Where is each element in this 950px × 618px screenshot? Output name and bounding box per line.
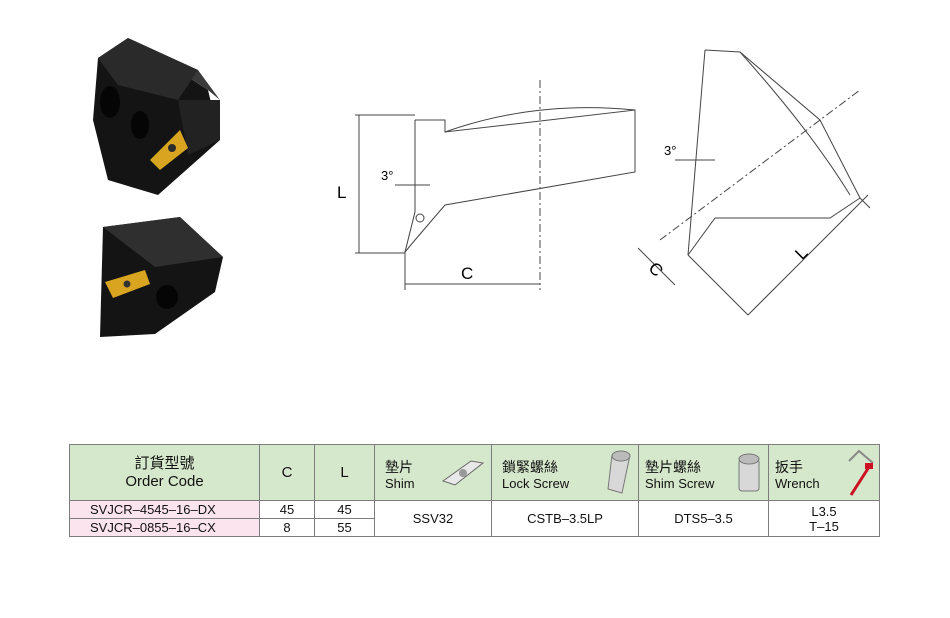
wrench-value-line2: T–15 — [809, 518, 839, 534]
header-l: L — [314, 444, 375, 501]
shim-screw-icon — [738, 453, 760, 492]
table-header-row: 訂貨型號 Order Code C L 墊片 Shim 鎖緊螺絲 Lock Sc… — [69, 444, 880, 501]
header-shim-screw-en: Shim Screw — [645, 476, 715, 491]
label-L-side: L — [337, 183, 346, 202]
l-value-cell: 55 — [314, 518, 375, 537]
dim-line-L-front — [747, 194, 869, 316]
label-C-front: C — [645, 258, 667, 280]
order-code-cell: SVJCR–4545–16–DX — [69, 500, 260, 519]
header-shim-en: Shim — [385, 476, 415, 491]
shim-icon — [441, 460, 485, 486]
wrench-icon — [848, 449, 874, 496]
header-shim-screw: 墊片螺絲 Shim Screw — [638, 444, 769, 501]
table-row: SVJCR–0855–16–CX 8 55 — [69, 518, 880, 537]
order-code-cell: SVJCR–0855–16–CX — [69, 518, 260, 537]
header-shim-screw-zh: 墊片螺絲 — [645, 459, 701, 475]
c-value-cell: 45 — [259, 500, 315, 519]
label-angle-front: 3° — [664, 143, 676, 158]
header-lock-screw-en: Lock Screw — [502, 476, 570, 491]
dim-line-C-front — [637, 247, 676, 286]
label-angle-side: 3° — [381, 168, 393, 183]
l-value-cell: 45 — [314, 500, 375, 519]
header-wrench-zh: 扳手 — [775, 459, 803, 475]
header-shim-zh: 墊片 — [385, 459, 413, 475]
header-c: C — [259, 444, 315, 501]
label-C-side: C — [461, 264, 473, 283]
lock-screw-icon — [607, 450, 631, 494]
header-order-code-zh: 訂貨型號 — [134, 454, 195, 472]
c-value-cell: 8 — [259, 518, 315, 537]
wrench-value-cell: L3.5 T–15 — [768, 500, 880, 537]
side-view-drawing: L C 3° — [337, 80, 636, 290]
product-photo-top — [93, 38, 220, 195]
spec-table: 訂貨型號 Order Code C L 墊片 Shim 鎖緊螺絲 Lock Sc… — [69, 444, 880, 537]
header-wrench: 扳手 Wrench — [768, 444, 880, 501]
header-order-code-en: Order Code — [125, 472, 204, 490]
product-photo-bottom — [100, 217, 223, 337]
header-wrench-en: Wrench — [775, 476, 820, 491]
header-lock-screw: 鎖緊螺絲 Lock Screw — [491, 444, 639, 501]
front-view-drawing: L C 3° — [637, 49, 871, 316]
shim-value-cell: SSV32 — [374, 500, 492, 537]
label-L-front: L — [791, 243, 811, 263]
wrench-value-line1: L3.5 — [811, 503, 837, 519]
lock-screw-value-cell: CSTB–3.5LP — [491, 500, 639, 537]
shim-screw-value-cell: DTS5–3.5 — [638, 500, 769, 537]
table-row: SVJCR–4545–16–DX 45 45 SSV32 CSTB–3.5LP … — [69, 500, 880, 537]
header-lock-screw-zh: 鎖緊螺絲 — [502, 459, 558, 475]
header-order-code: 訂貨型號 Order Code — [69, 444, 260, 501]
header-shim: 墊片 Shim — [374, 444, 492, 501]
